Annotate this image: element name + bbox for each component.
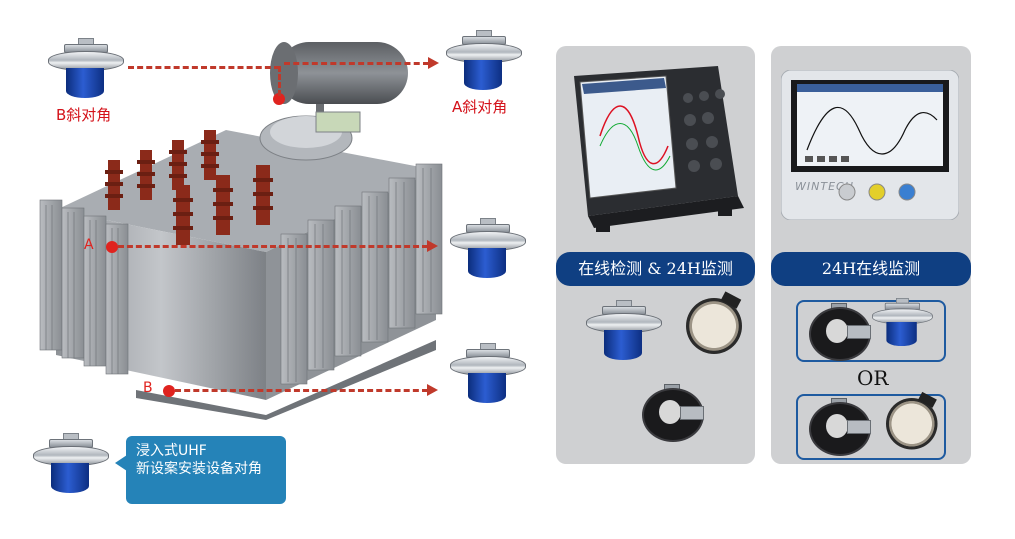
transformer-drawing <box>39 42 443 420</box>
a-diagonal-dashed-line <box>284 62 429 65</box>
uhf-sensor-icon <box>450 218 526 282</box>
point-a-marker-dot <box>106 241 118 253</box>
left-panel-banner: 在线检测 & 24H监测 <box>556 252 755 286</box>
transformer-illustration <box>16 20 486 420</box>
uhf-sensor-icon <box>446 30 522 94</box>
uhf-sensor-icon <box>48 38 124 102</box>
right-panel-banner: 24H在线监测 <box>771 252 971 286</box>
point-b-dashed-line <box>175 389 428 392</box>
uhf-sensor-icon <box>450 343 526 407</box>
point-b-marker-dot <box>163 385 175 397</box>
callout-line-1: 浸入式UHF <box>136 443 207 459</box>
b-diagonal-label: B斜对角 <box>56 106 112 124</box>
hfct-clamp-icon <box>807 303 871 361</box>
callout-line-2: 新设案安装设备对角 <box>136 461 262 477</box>
a-diagonal-label: A斜对角 <box>452 98 508 116</box>
point-b-arrowhead <box>427 384 438 396</box>
hfct-clamp-icon <box>807 398 871 456</box>
svg-text:WINTECH: WINTECH <box>795 180 854 193</box>
uhf-sensor-icon <box>33 433 109 497</box>
hfct-clamp-icon <box>640 384 704 442</box>
top-marker-dot <box>273 93 285 105</box>
point-a-letter: A <box>84 237 94 253</box>
callout-pointer <box>115 455 127 471</box>
point-b-letter: B <box>143 380 153 396</box>
tev-sensor-icon <box>886 391 939 451</box>
point-a-dashed-line <box>118 245 428 248</box>
uhf-sensor-icon <box>872 298 933 349</box>
tev-sensor-icon <box>686 291 744 356</box>
a-diagonal-arrowhead <box>428 57 439 69</box>
immersion-uhf-callout: 浸入式UHF 新设案安装设备对角 <box>126 436 286 504</box>
b-diagonal-dashed-line <box>128 66 280 69</box>
b-diagonal-vertical-line <box>278 66 281 96</box>
monitor-terminal-icon: WINTECH <box>780 69 960 221</box>
point-a-arrowhead <box>427 240 438 252</box>
or-text: OR <box>857 366 889 390</box>
oscilloscope-icon <box>568 66 744 236</box>
uhf-sensor-icon <box>586 300 662 364</box>
